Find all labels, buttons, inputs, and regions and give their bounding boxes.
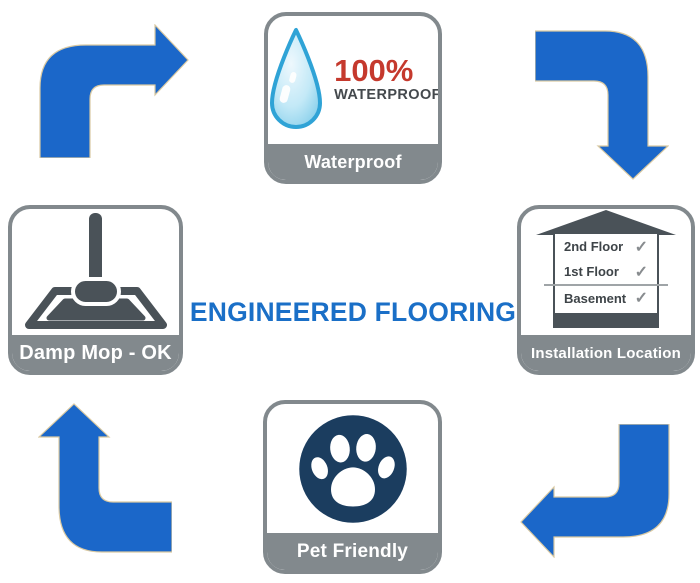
waterproof-percent: 100%: [334, 52, 414, 88]
house-walls: 2nd Floor ✓ 1st Floor ✓ Basement ✓: [553, 232, 659, 328]
arrow-right-down-icon: [535, 30, 669, 180]
installation-card-body: 2nd Floor ✓ 1st Floor ✓ Basement ✓: [521, 209, 691, 335]
arrow-left-up-icon: [38, 403, 172, 553]
damp-mop-card: Damp Mop - OK: [8, 205, 183, 375]
installation-card-title: Installation Location: [521, 335, 691, 371]
damp-mop-card-title: Damp Mop - OK: [12, 335, 179, 371]
water-drop-icon: [270, 28, 323, 129]
ground-line: [544, 284, 668, 286]
house-roof: [536, 210, 676, 235]
pet-friendly-card: Pet Friendly: [263, 400, 442, 574]
damp-mop-card-body: [12, 209, 179, 335]
house-icon: 2nd Floor ✓ 1st Floor ✓ Basement ✓: [531, 210, 681, 334]
floor-row: 1st Floor ✓: [555, 259, 657, 284]
waterproof-card: 100% WATERPROOF Waterproof: [264, 12, 442, 184]
check-icon: ✓: [634, 238, 648, 256]
check-icon: ✓: [634, 290, 648, 307]
floor-row: 2nd Floor ✓: [555, 234, 657, 259]
floor-label: 2nd Floor: [564, 239, 624, 254]
waterproof-card-body: 100% WATERPROOF: [268, 16, 438, 144]
arrow-up-right-icon: [39, 24, 189, 158]
house-foundation: [555, 313, 657, 326]
installation-location-card: 2nd Floor ✓ 1st Floor ✓ Basement ✓ Insta: [517, 205, 695, 375]
floor-label: Basement: [564, 290, 627, 306]
check-icon: ✓: [634, 263, 648, 281]
pet-card-title: Pet Friendly: [267, 533, 438, 570]
waterproof-card-title: Waterproof: [268, 144, 438, 180]
floor-label: 1st Floor: [564, 264, 619, 279]
waterproof-caption: WATERPROOF: [334, 87, 441, 104]
arrow-down-left-icon: [520, 424, 670, 558]
mop-icon: [24, 213, 167, 329]
page-title: ENGINEERED FLOORING: [189, 297, 517, 327]
pet-card-body: [267, 404, 438, 533]
paw-icon: [298, 414, 407, 523]
floor-row: Basement ✓: [555, 286, 657, 310]
